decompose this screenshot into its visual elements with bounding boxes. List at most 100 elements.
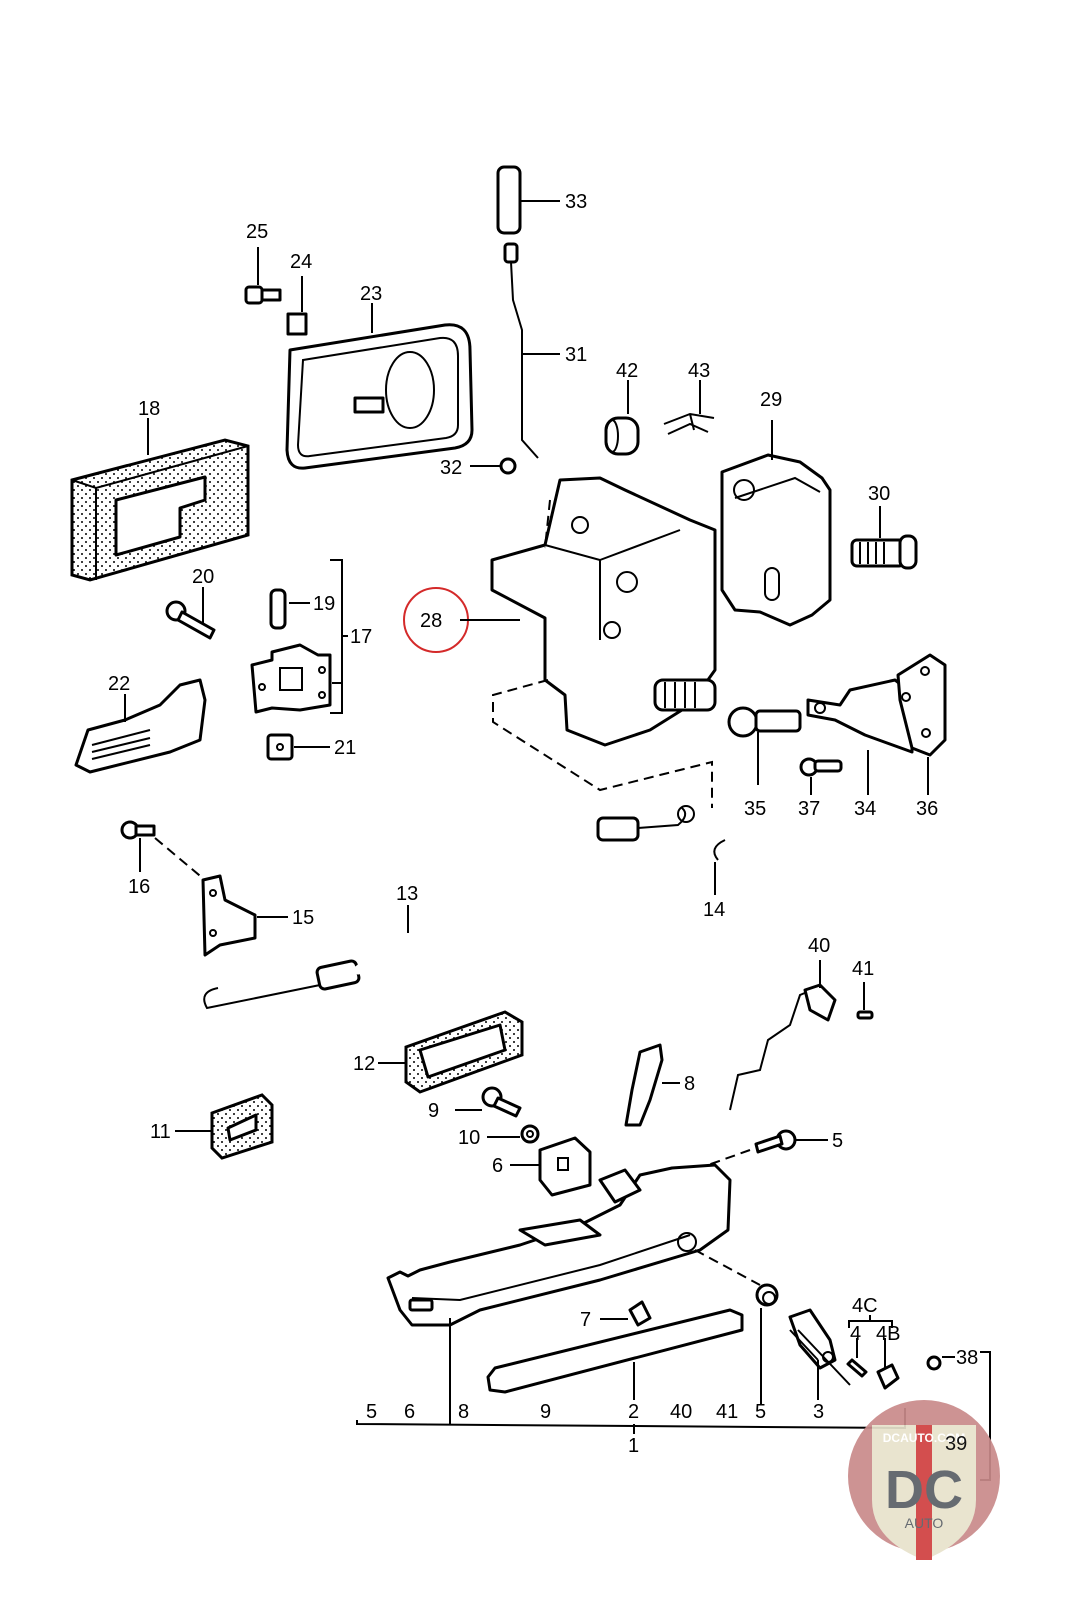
part-19-foam-pad [70,418,250,582]
assembly-label-41: 41 [716,1401,738,1423]
watermark-url: DCAUTO.COM [883,1431,965,1445]
part-37-screw [799,757,843,795]
callout-39: 39 [945,1433,967,1455]
assembly-label-5: 5 [755,1401,766,1423]
part-23-release-lever [74,678,207,774]
callout-37: 37 [798,798,820,820]
callout-30: 30 [868,483,890,505]
part-32-rod-clip [470,457,517,475]
part-42-bushing [604,380,640,456]
callout-25: 24 [290,251,312,273]
part-41-pin [856,982,874,1020]
callout-28: 28 [420,610,442,632]
assembly-label-8: 6 [404,1401,415,1423]
part-25-clip [286,276,308,336]
part-5-grommet [755,1283,779,1405]
callout-38: 38 [956,1347,978,1369]
callout-11-top: 10 [458,1127,480,1149]
callout-4: 4 [850,1323,861,1345]
callout-33: 33 [565,191,587,213]
part-26-bolt [244,247,282,305]
callout-36: 36 [916,798,938,820]
part-9-lever [624,1043,680,1127]
assembly-label-2: 2 [628,1401,639,1423]
part-4b-cap [876,1338,900,1390]
part-38-screw [926,1355,955,1371]
part-20-pin [269,588,310,630]
callout-32: 32 [440,457,462,479]
callout-4b: 4B [876,1323,900,1345]
assembly-label-3: 3 [813,1401,824,1423]
callout-41-top: 41 [852,958,874,980]
callout-23: 22 [108,673,130,695]
part-28-lock-mechanism [490,476,717,747]
part-10-screw [455,1086,522,1118]
part-6-screw [707,1129,828,1166]
callout-43: 43 [688,360,710,382]
part-13-seal [378,1010,524,1094]
part-21-bolt [165,587,216,640]
part-36-plate [896,653,947,795]
callout-7-top: 6 [492,1155,503,1177]
watermark-letters: DC [885,1460,963,1520]
part-16-cable-guide [201,874,288,957]
assembly-label-7: 5 [366,1401,377,1423]
part-14-cable [203,805,695,1010]
part-18-hinge [250,643,341,714]
part-35-bolt [727,706,802,785]
assembly-label-11: 9 [540,1401,551,1423]
part-29-striker [720,420,832,627]
callout-9: 8 [684,1073,695,1095]
callout-42: 42 [616,360,638,382]
bracket-18 [330,559,348,714]
bracket-4c [848,1315,893,1328]
part-31-rod [503,242,560,459]
part-30-screw [850,506,918,570]
callout-14: 13 [396,883,418,905]
callout-26: 25 [246,221,268,243]
callout-18: 17 [350,626,372,648]
callout-22: 21 [334,737,356,759]
assembly-label-10: 8 [458,1401,469,1423]
outer-door-handle [386,1163,761,1327]
part-2-trim-strip [486,1308,744,1400]
callout-4c: 4C [852,1295,878,1317]
callout-28-highlight [403,587,520,653]
callout-24: 23 [360,283,382,305]
dashed-guide-lock [492,679,713,808]
part-7-cam [510,1136,592,1197]
part-22-cage-nut [266,733,330,761]
callout-31: 31 [565,344,587,366]
callout-29: 29 [760,389,782,411]
dcauto-watermark-logo: DCAUTO.COM DC AUTO 39 [848,1400,1000,1560]
callout-13: 12 [353,1053,375,1075]
part-17-bolt [120,820,206,881]
callout-8-side: 7 [580,1309,591,1331]
part-11-washer [487,1124,540,1144]
part-15-c-clip [713,839,726,895]
part-12-bezel [175,1093,274,1160]
callout-15: 14 [703,899,725,921]
part-34-bracket [806,678,914,795]
callout-17: 16 [128,876,150,898]
part-24-handle-bezel [285,303,474,470]
callout-12: 11 [150,1121,171,1143]
part-33-threaded-stud [496,165,560,235]
callout-16: 15 [292,907,314,929]
callout-10-top: 9 [428,1100,439,1122]
part-40-linkage-rod [729,960,837,1111]
part-4-key [846,1338,868,1378]
assembly-label-40: 40 [670,1401,692,1423]
callout-6: 5 [832,1130,843,1152]
callout-40-top: 40 [808,935,830,957]
callout-20: 19 [313,593,335,615]
part-8-clip [600,1300,652,1327]
callout-34: 34 [854,798,876,820]
callout-35: 35 [744,798,766,820]
callout-19: 18 [138,398,160,420]
part-3-lock-cylinder [788,1308,851,1400]
part-43-spring-clip [663,380,715,435]
callout-21: 20 [192,566,214,588]
watermark-sub: AUTO [905,1515,944,1531]
